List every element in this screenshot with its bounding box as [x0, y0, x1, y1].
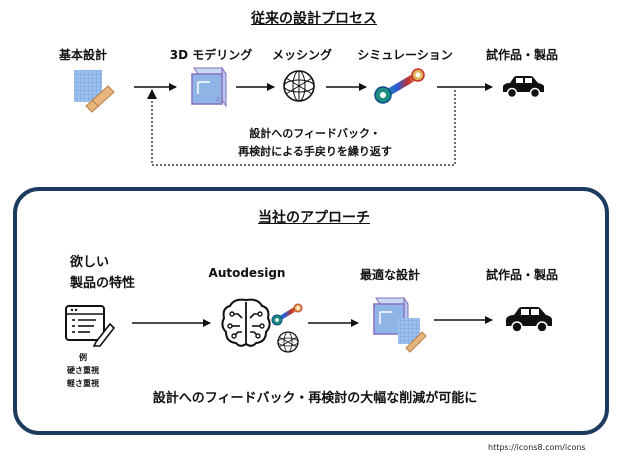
icon-credit-link[interactable]: https://icons8.com/icons — [488, 443, 586, 452]
desired-line-1: 欲しい — [70, 255, 110, 270]
traditional-title: 従来の設計プロセス — [251, 11, 377, 27]
step-label-basic-design: 基本設計 — [58, 48, 107, 62]
feedback-line-2: 再検討による手戻りを繰り返す — [238, 145, 392, 158]
svg-text:z: z — [216, 95, 220, 103]
step-label-3d-modeling: 3D モデリング — [169, 48, 253, 62]
prototype-label: 試作品・製品 — [485, 268, 558, 282]
example-title: 例 — [79, 353, 87, 362]
autodesign-label: Autodesign — [208, 266, 286, 280]
car-icon — [503, 76, 544, 99]
cube-icon: z — [191, 66, 227, 108]
step-label-prototype: 試作品・製品 — [485, 48, 558, 62]
summary-text: 設計へのフィードバック・再検討の大幅な削減が可能に — [152, 391, 478, 406]
optimal-design-icon — [373, 296, 427, 353]
feedback-line-1: 設計へのフィードバック・ — [249, 127, 381, 140]
bottom-car-icon — [506, 307, 552, 333]
approach-frame — [13, 187, 609, 435]
example-item-1: 硬さ重視 — [67, 366, 99, 375]
simulation-icon — [374, 68, 425, 104]
step-label-simulation: シミュレーション — [357, 48, 453, 62]
mesh-sphere-icon — [283, 70, 315, 102]
blueprint-icon — [74, 70, 115, 113]
step-label-meshing: メッシング — [271, 48, 332, 62]
optimal-design-label: 最適な設計 — [359, 268, 420, 282]
small-simulation-icon — [271, 303, 303, 326]
checklist-icon — [65, 305, 116, 347]
desired-line-2: 製品の特性 — [70, 276, 136, 291]
brain-circuit-icon — [221, 298, 271, 347]
small-mesh-sphere-icon — [277, 331, 299, 353]
example-list: 例 硬さ重視 軽さ重視 — [56, 351, 110, 390]
example-item-2: 軽さ重視 — [67, 379, 99, 388]
desired-properties-label: 欲しい 製品の特性 — [70, 252, 135, 294]
feedback-text: 設計へのフィードバック・ 再検討による手戻りを繰り返す — [200, 125, 430, 161]
approach-title: 当社のアプローチ — [258, 210, 370, 226]
